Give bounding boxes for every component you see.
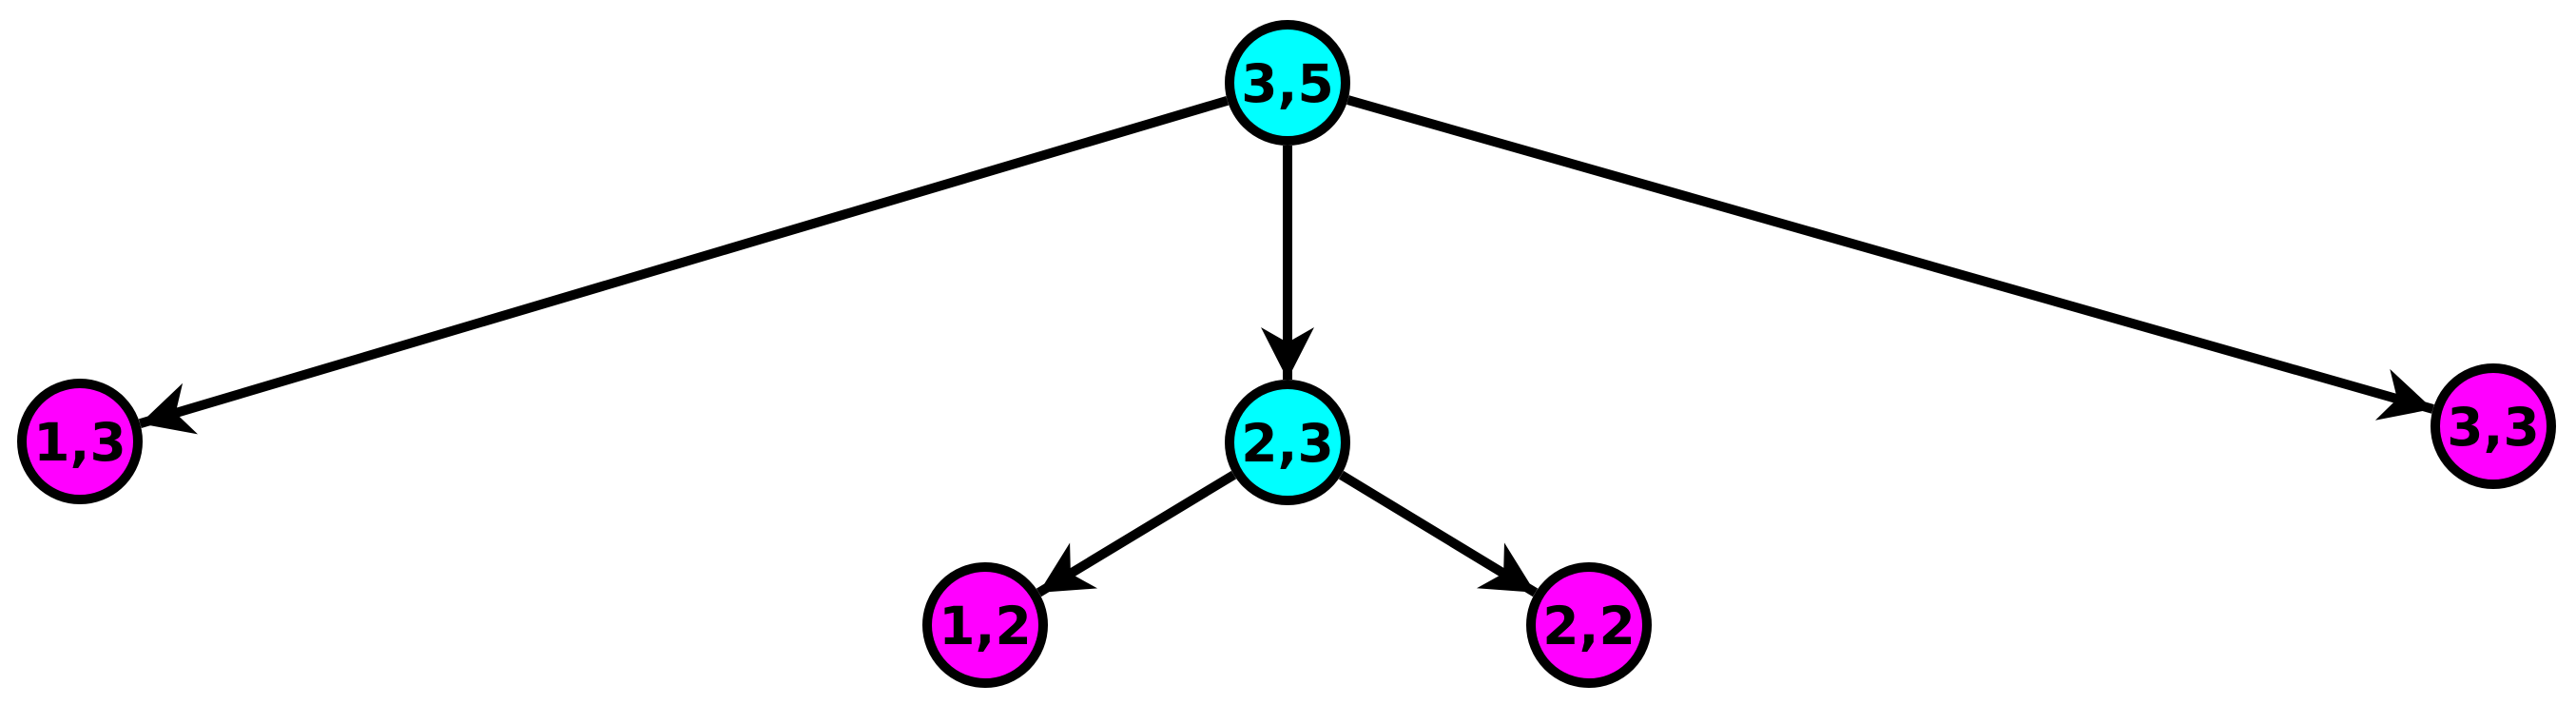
node-layer: 3,5 1,3 2,3 3,3 1,2 2,2 [17,20,2556,688]
graph-node-1-2: 1,2 [922,562,1048,688]
graph-node-3-5: 3,5 [1225,20,1350,146]
graph-node-2-3: 2,3 [1225,380,1350,505]
graph-node-label-1-2: 1,2 [939,596,1031,656]
graph-node-circle-1-2 [922,562,1048,688]
graph-edge-3-5-to-1-3 [138,96,1230,435]
graph-node-label-2-3: 2,3 [1241,413,1333,474]
graph-node-circle-2-3 [1225,380,1350,505]
graph-node-circle-2-2 [1526,562,1652,688]
graph-node-1-3: 1,3 [17,379,143,504]
graph-edge-3-5-to-3-3 [1346,95,2434,421]
graph-node-label-3-5: 3,5 [1241,53,1333,114]
graph-node-circle-3-5 [1225,20,1350,146]
graph-node-label-1-3: 1,3 [33,412,126,473]
graph-node-circle-1-3 [17,379,143,504]
graph-node-circle-3-3 [2431,363,2556,489]
graph-node-3-3: 3,3 [2431,363,2556,489]
graph-edge-2-3-to-2-2 [1338,470,1539,597]
graph-edge-2-3-to-1-2 [1036,470,1237,597]
graph-node-label-3-3: 3,3 [2447,397,2539,458]
graph-node-2-2: 2,2 [1526,562,1652,688]
edge-layer [138,95,2434,597]
graph-node-label-2-2: 2,2 [1542,596,1635,656]
